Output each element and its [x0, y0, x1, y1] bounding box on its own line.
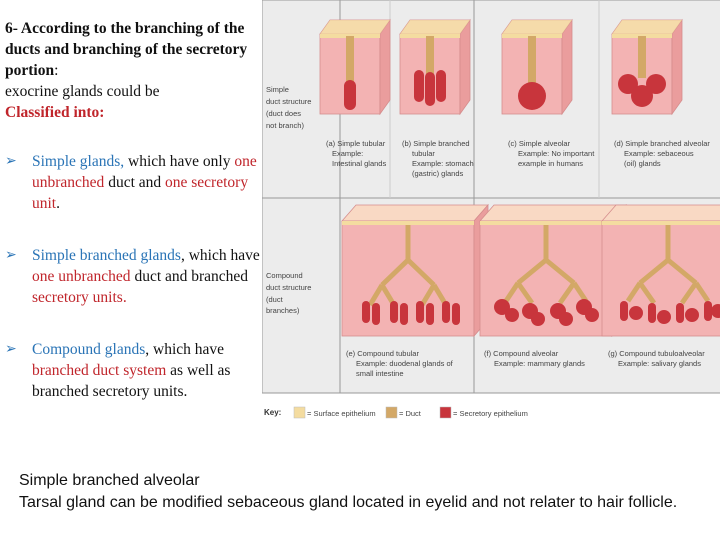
surface-epithelium-swatch — [293, 406, 306, 419]
compound-tubular-diagram — [341, 204, 489, 337]
caption-d: (d) Simple branched alveolar Example: se… — [614, 139, 710, 168]
figure-key: Key: = Surface epithelium = Duct = Secre… — [264, 406, 528, 419]
svg-text:duct structure: duct structure — [266, 283, 311, 292]
svg-text:Example: salivary glands: Example: salivary glands — [618, 359, 701, 368]
bullet-simple-branched-glands: ➢ Simple branched glands, which have one… — [5, 247, 260, 306]
left-text-block: 6- According to the branching of the duc… — [5, 18, 260, 402]
svg-text:(b) Simple branched: (b) Simple branched — [402, 139, 470, 148]
arrow-bullet-icon: ➢ — [5, 153, 17, 169]
intro-line: exocrine glands could be — [5, 83, 160, 100]
svg-text:(g) Compound tubuloalveolar: (g) Compound tubuloalveolar — [608, 349, 705, 358]
svg-text:example in humans: example in humans — [518, 159, 583, 168]
compound-alveolar-diagram — [479, 204, 627, 337]
svg-text:Key:: Key: — [264, 408, 281, 417]
caption-c: (c) Simple alveolar Example: No importan… — [508, 139, 595, 168]
svg-text:Intestinal glands: Intestinal glands — [332, 159, 386, 168]
svg-text:tubular: tubular — [412, 149, 435, 158]
simple-tubular-diagram — [319, 19, 391, 115]
caption-b: (b) Simple branched tubular Example: sto… — [402, 139, 474, 178]
svg-text:Simple: Simple — [266, 85, 289, 94]
simple-alveolar-diagram — [501, 19, 573, 115]
svg-text:branches): branches) — [266, 306, 300, 315]
caption-a: (a) Simple tubular Example: Intestinal g… — [326, 139, 386, 168]
svg-text:(c) Simple alveolar: (c) Simple alveolar — [508, 139, 571, 148]
svg-text:= Secretory epithelium: = Secretory epithelium — [453, 409, 528, 418]
caption-f: (f) Compound alveolar Example: mammary g… — [484, 349, 585, 368]
svg-text:Example:: Example: — [332, 149, 363, 158]
compound-tubuloalveolar-diagram — [601, 204, 720, 337]
simple-branched-alveolar-diagram — [611, 19, 683, 115]
svg-text:small intestine: small intestine — [356, 369, 404, 378]
svg-text:= Duct: = Duct — [399, 409, 422, 418]
caption-g: (g) Compound tubuloalveolar Example: sal… — [608, 349, 705, 368]
bullet-compound-glands: ➢ Compound glands, which have branched d… — [5, 341, 231, 400]
row-label-simple: Simple duct structure (duct does not bra… — [266, 85, 311, 130]
duct-swatch — [385, 406, 398, 419]
arrow-bullet-icon: ➢ — [5, 341, 17, 357]
bullet-simple-glands: ➢ Simple glands, which have only one unb… — [5, 153, 257, 212]
svg-text:(f) Compound alveolar: (f) Compound alveolar — [484, 349, 559, 358]
svg-text:Example: stomach: Example: stomach — [412, 159, 474, 168]
svg-text:Example: duodenal glands of: Example: duodenal glands of — [356, 359, 454, 368]
footer-line-2: Tarsal gland can be modified sebaceous g… — [19, 493, 678, 511]
svg-text:not branch): not branch) — [266, 121, 304, 130]
simple-branched-tubular-diagram — [399, 19, 471, 115]
svg-text:(duct does: (duct does — [266, 109, 301, 118]
svg-text:Example: mammary glands: Example: mammary glands — [494, 359, 585, 368]
svg-text:(e) Compound tubular: (e) Compound tubular — [346, 349, 419, 358]
svg-text:(gastric) glands: (gastric) glands — [412, 169, 464, 178]
svg-text:Compound: Compound — [266, 271, 303, 280]
svg-text:= Surface epithelium: = Surface epithelium — [307, 409, 376, 418]
arrow-bullet-icon: ➢ — [5, 247, 17, 263]
secretory-epithelium-swatch — [439, 406, 452, 419]
footer-line-1: Simple branched alveolar — [19, 472, 200, 489]
svg-text:Example: No important: Example: No important — [518, 149, 595, 158]
intro-heading: 6- According to the branching of the duc… — [5, 20, 248, 79]
row-label-compound: Compound duct structure (duct branches) — [266, 271, 311, 315]
gland-types-figure: Simple duct structure (duct does not bra… — [261, 0, 720, 430]
footer-note: Simple branched alveolar Tarsal gland ca… — [19, 470, 714, 513]
svg-text:duct structure: duct structure — [266, 97, 311, 106]
svg-text:(d) Simple branched alveolar: (d) Simple branched alveolar — [614, 139, 710, 148]
caption-e: (e) Compound tubular Example: duodenal g… — [346, 349, 454, 378]
classified-into: Classified into: — [5, 104, 105, 121]
svg-text:(duct: (duct — [266, 295, 284, 304]
svg-text:Example: sebaceous: Example: sebaceous — [624, 149, 694, 158]
svg-text:(a) Simple tubular: (a) Simple tubular — [326, 139, 386, 148]
svg-text:(oil) glands: (oil) glands — [624, 159, 661, 168]
